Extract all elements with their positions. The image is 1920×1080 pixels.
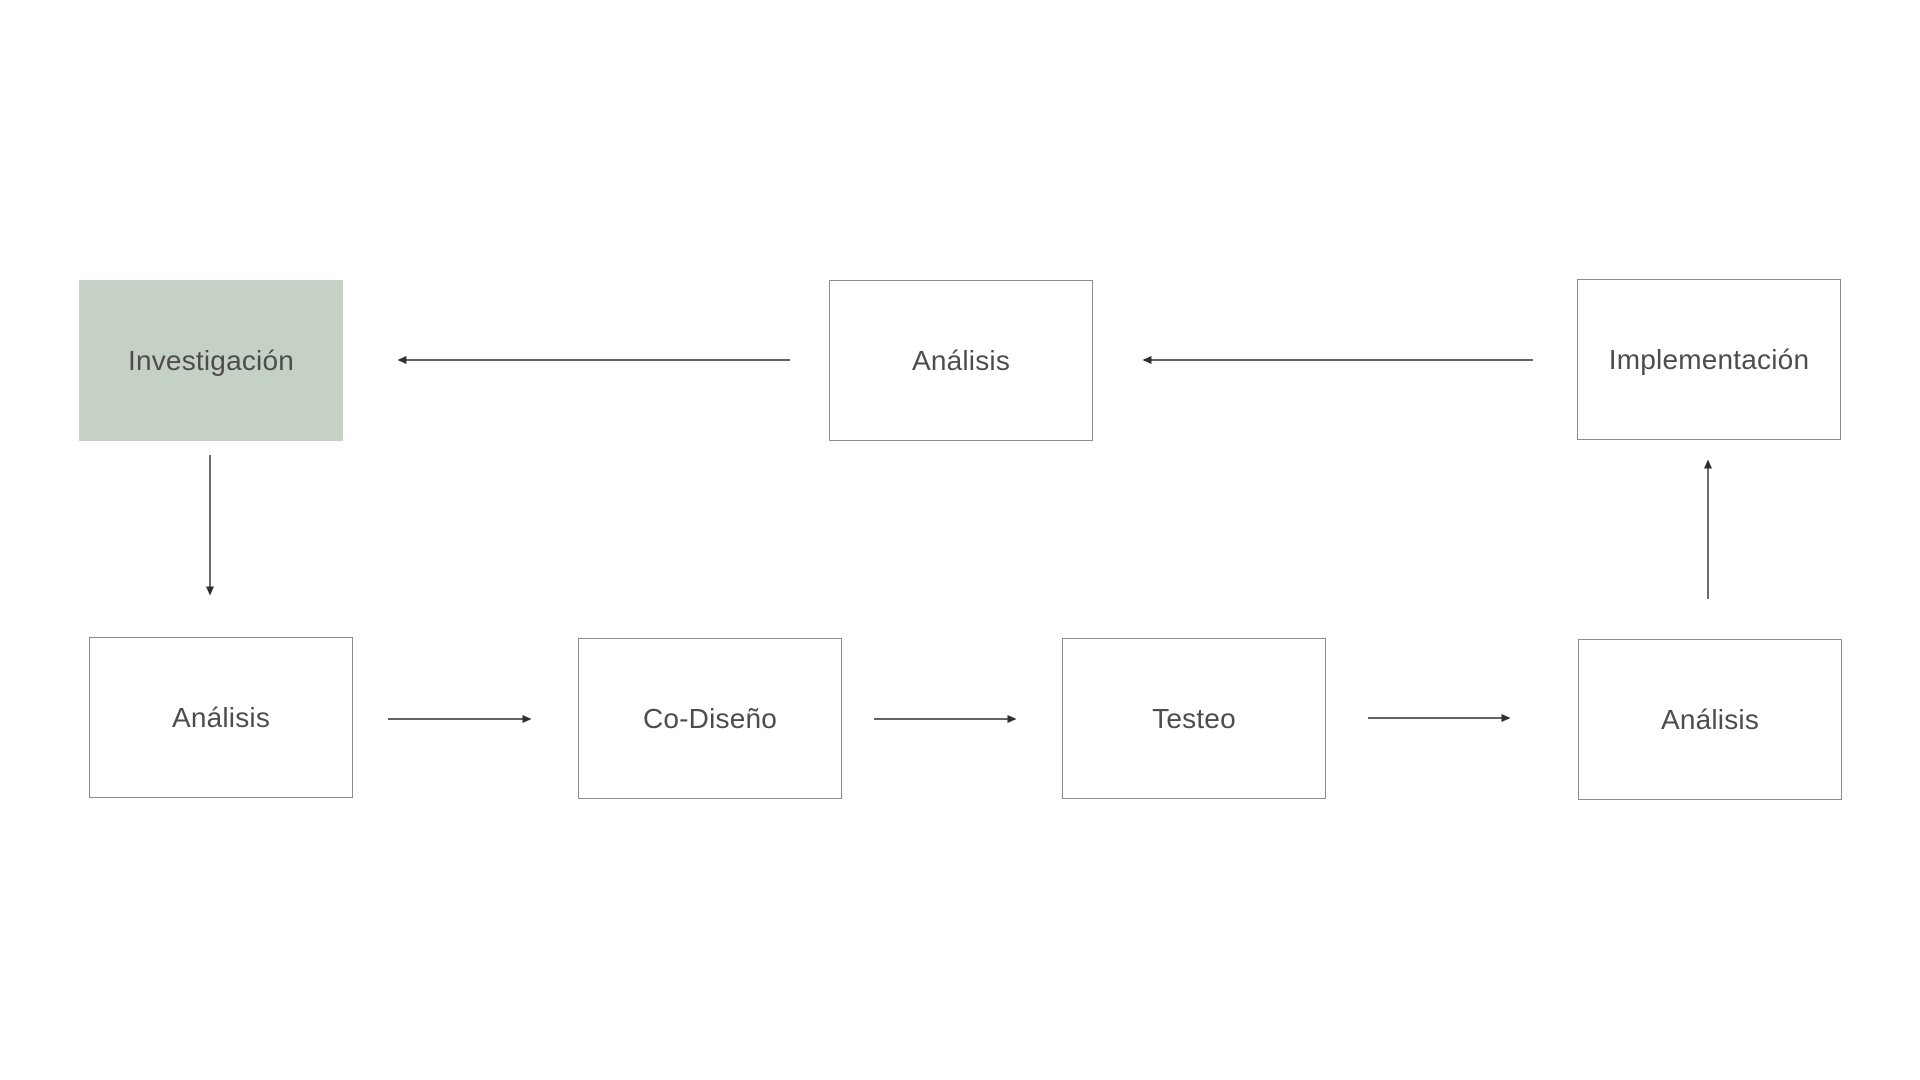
node-analisis-right[interactable]: Análisis [1578, 639, 1842, 800]
node-testeo-label: Testeo [1152, 702, 1236, 734]
node-co-diseno-label: Co-Diseño [642, 702, 778, 734]
node-co-diseno[interactable]: Co-Diseño [578, 638, 842, 799]
node-investigacion[interactable]: Investigación [79, 280, 343, 441]
node-analisis-left[interactable]: Análisis [89, 637, 353, 798]
node-investigacion-label: Investigación [127, 344, 295, 376]
node-analisis-top[interactable]: Análisis [829, 280, 1093, 441]
node-testeo[interactable]: Testeo [1062, 638, 1326, 799]
node-implementacion-label: Implementación [1608, 343, 1810, 375]
node-implementacion[interactable]: Implementación [1577, 279, 1841, 440]
node-analisis-right-label: Análisis [1660, 703, 1760, 735]
node-analisis-left-label: Análisis [171, 701, 271, 733]
node-analisis-top-label: Análisis [911, 344, 1011, 376]
